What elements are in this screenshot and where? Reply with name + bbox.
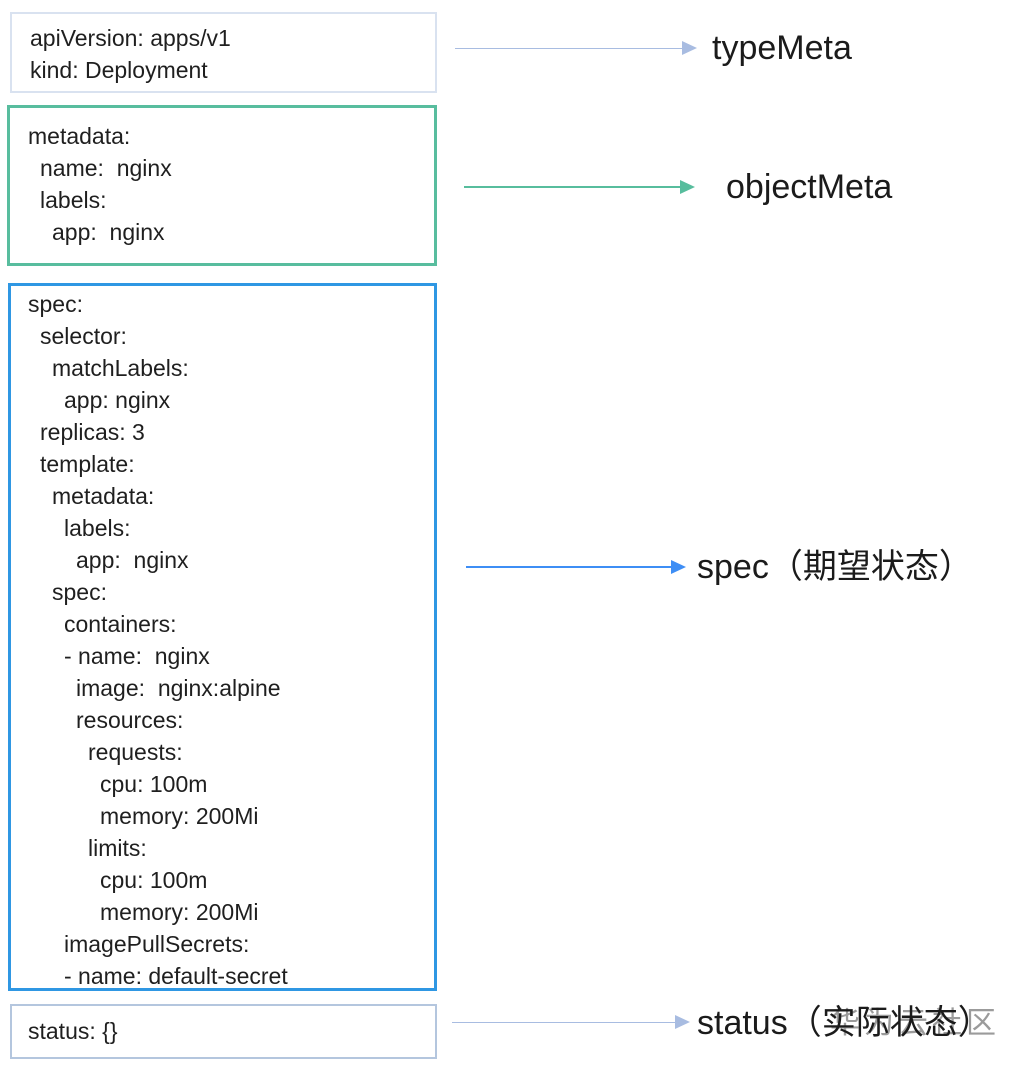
label-spec: spec（期望状态）: [697, 548, 973, 586]
yaml-code-objectmeta: metadata: name: nginx labels: app: nginx: [28, 120, 434, 248]
yaml-line: labels:: [40, 187, 107, 213]
yaml-line: resources:: [76, 707, 184, 733]
yaml-line: metadata:: [28, 123, 131, 149]
arrowhead-icon: [671, 560, 686, 574]
yaml-box-typemeta: apiVersion: apps/v1 kind: Deployment: [10, 12, 437, 93]
yaml-line: - name: default-secret: [64, 963, 288, 989]
yaml-line: labels:: [64, 515, 131, 541]
arrow-shaft: [466, 566, 671, 568]
yaml-line: imagePullSecrets:: [64, 931, 250, 957]
yaml-line: - name: nginx: [64, 643, 210, 669]
yaml-line: image: nginx:alpine: [76, 675, 281, 701]
arrowhead-icon: [680, 180, 695, 194]
arrow-objectmeta: [464, 180, 695, 194]
yaml-line: memory: 200Mi: [100, 899, 259, 925]
yaml-line: app: nginx: [76, 547, 189, 573]
arrow-shaft: [452, 1021, 675, 1023]
watermark: 华为云社区: [830, 1007, 1000, 1040]
yaml-line: template:: [40, 451, 135, 477]
yaml-line: memory: 200Mi: [100, 803, 259, 829]
yaml-box-objectmeta: metadata: name: nginx labels: app: nginx: [7, 105, 437, 266]
arrowhead-icon: [675, 1015, 690, 1029]
yaml-line: cpu: 100m: [100, 771, 208, 797]
yaml-line: app: nginx: [52, 219, 165, 245]
yaml-line: spec:: [28, 291, 83, 317]
yaml-line: app: nginx: [64, 387, 171, 413]
yaml-code-spec: spec: selector: matchLabels: app: nginx repl…: [28, 288, 434, 992]
yaml-line: status: {}: [28, 1018, 118, 1044]
yaml-line: metadata:: [52, 483, 155, 509]
arrow-shaft: [464, 186, 680, 188]
yaml-code-typemeta: apiVersion: apps/v1 kind: Deployment: [30, 22, 435, 86]
arrow-typemeta: [455, 41, 697, 55]
yaml-line: limits:: [88, 835, 147, 861]
label-typemeta: typeMeta: [712, 29, 852, 67]
yaml-line: kind: Deployment: [30, 57, 208, 83]
yaml-line: selector:: [40, 323, 127, 349]
yaml-line: spec:: [52, 579, 107, 605]
yaml-code-status: status: {}: [28, 1015, 435, 1047]
arrow-shaft: [455, 47, 682, 49]
yaml-line: cpu: 100m: [100, 867, 208, 893]
arrow-spec: [466, 560, 686, 574]
arrowhead-icon: [682, 41, 697, 55]
yaml-line: replicas: 3: [40, 419, 145, 445]
yaml-line: containers:: [64, 611, 177, 637]
arrow-status: [452, 1015, 690, 1029]
yaml-line: name: nginx: [40, 155, 172, 181]
label-status: status（实际状态）: [697, 1004, 992, 1042]
label-objectmeta: objectMeta: [726, 168, 893, 206]
yaml-line: requests:: [88, 739, 183, 765]
yaml-box-spec: spec: selector: matchLabels: app: nginx repl…: [8, 283, 437, 991]
yaml-box-status: status: {}: [10, 1004, 437, 1059]
yaml-line: apiVersion: apps/v1: [30, 25, 231, 51]
yaml-line: matchLabels:: [52, 355, 189, 381]
